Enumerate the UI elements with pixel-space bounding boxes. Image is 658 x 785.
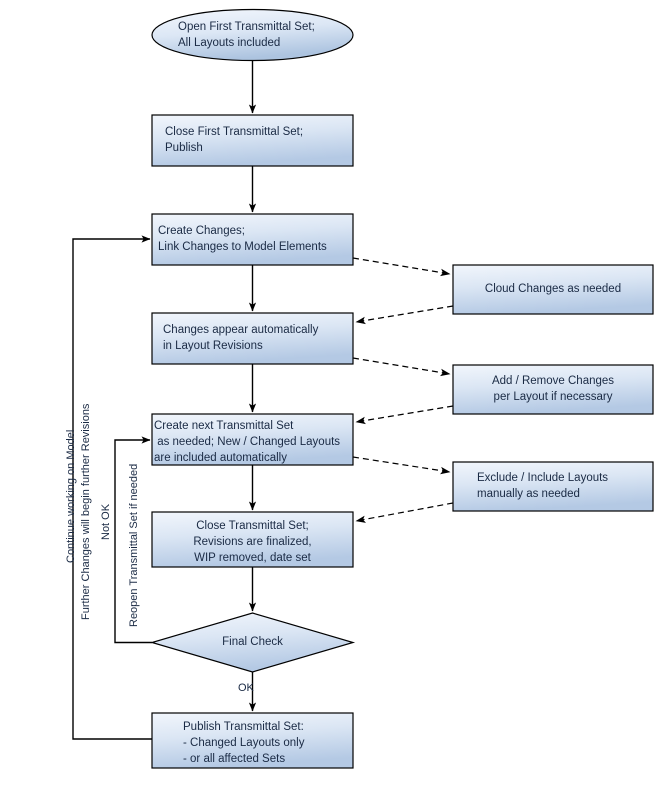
node-close-first-transmittal-set — [151, 114, 354, 167]
edge-dashed-exclude-include-to-close-set — [355, 502, 454, 523]
node-create-changes — [151, 213, 354, 266]
edge-label-further-changes: Further Changes will begin further Revis… — [80, 403, 92, 620]
node-final-check — [149, 612, 356, 673]
edge-label-ok: OK — [238, 682, 254, 694]
edge-loop-continue-working — [72, 235, 152, 740]
edge-dashed-changes-appear-to-add-remove — [352, 357, 451, 377]
node-create-next-transmittal-set — [151, 413, 354, 466]
node-changes-appear-automatically — [151, 312, 354, 365]
edge-dashed-add-remove-to-create-next — [355, 405, 454, 425]
edge-dashed-create-next-to-exclude-include — [352, 456, 451, 475]
edge-label-continue-working-on-model: Continue working on Model — [65, 429, 77, 563]
node-publish-transmittal-set — [151, 712, 354, 769]
node-cloud-changes — [452, 264, 654, 315]
node-exclude-include-layouts — [452, 461, 654, 512]
edge-dashed-cloud-to-changes-appear — [355, 305, 454, 325]
node-open-first-transmittal-set — [151, 8, 354, 62]
node-add-remove-changes — [452, 364, 654, 415]
edge-label-not-ok: Not OK — [100, 503, 112, 540]
edge-label-reopen-transmittal-set: Reopen Transmittal Set if needed — [128, 463, 140, 627]
edge-loop-reopen-not-ok — [114, 436, 152, 644]
node-close-transmittal-set — [151, 511, 354, 568]
edge-dashed-create-changes-to-cloud — [352, 257, 451, 277]
